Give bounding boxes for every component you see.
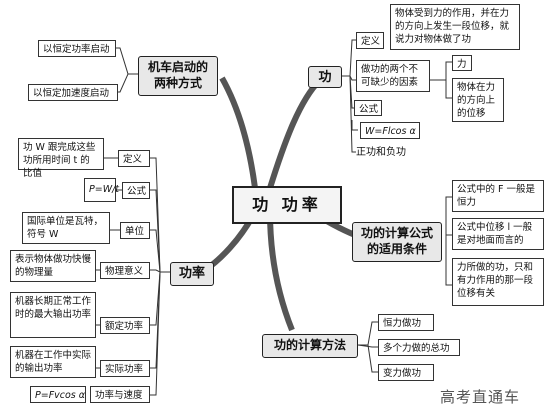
applicability-work: 力所做的功，只和有力作用的那一段位移有关 (452, 258, 544, 306)
method-total: 多个力做的总功 (378, 339, 460, 356)
locomotive-topic: 机车启动的两种方式 (138, 56, 218, 96)
power-unit-label: 单位 (120, 222, 150, 239)
power-meaning-label: 物理意义 (100, 262, 150, 279)
power-formula: P=W/t (84, 178, 119, 202)
work-factor-displacement: 物体在力的方向上的位移 (452, 78, 504, 122)
locomotive-mode-power: 以恒定功率启动 (38, 40, 116, 57)
locomotive-mode-accel: 以恒定加速度启动 (28, 84, 118, 101)
work-topic: 功 (308, 66, 342, 88)
power-actual-label: 实际功率 (100, 360, 150, 377)
power-meaning-text: 表示物体做功快慢的物理量 (10, 250, 96, 282)
method-constant: 恒力做功 (378, 314, 434, 331)
power-topic: 功率 (170, 262, 214, 286)
watermark: 高考直通车 (440, 388, 521, 406)
power-rated-text: 机器长期正常工作时的最大输出功率 (10, 292, 96, 338)
power-definition-label: 定义 (118, 150, 150, 167)
center-topic: 功 功率 (232, 186, 342, 224)
applicability-displacement: 公式中位移 l 一般是对地面而言的 (452, 218, 544, 250)
applicability-force: 公式中的 F 一般是恒力 (452, 180, 544, 212)
work-definition-label: 定义 (356, 32, 384, 49)
work-formula: W=Flcos α (360, 122, 420, 139)
work-factor-force: 力 (452, 55, 472, 71)
power-rated-label: 额定功率 (100, 317, 150, 334)
power-relation-label: 功率与速度 (90, 386, 150, 403)
power-actual-text: 机器在工作中实际的输出功率 (10, 346, 96, 378)
power-formula-label: 公式 (122, 182, 150, 199)
applicability-topic: 功的计算公式的适用条件 (352, 222, 442, 262)
work-formula-label: 公式 (354, 100, 382, 116)
methods-topic: 功的计算方法 (262, 334, 358, 358)
power-unit-text: 国际单位是瓦特，符号 W (22, 212, 110, 244)
work-definition-text: 物体受到力的作用，并在力的方向上发生一段位移，就说力对物体做了功 (390, 4, 520, 50)
work-factors-label: 做功的两个不可缺少的因素 (356, 60, 430, 92)
method-variable: 变力做功 (378, 364, 434, 381)
work-sign-label: 正功和负功 (356, 147, 406, 158)
power-definition-text: 功 W 跟完成这些功所用时间 t 的比值 (18, 138, 104, 179)
power-relation-formula: P=Fvcos α (30, 386, 86, 403)
